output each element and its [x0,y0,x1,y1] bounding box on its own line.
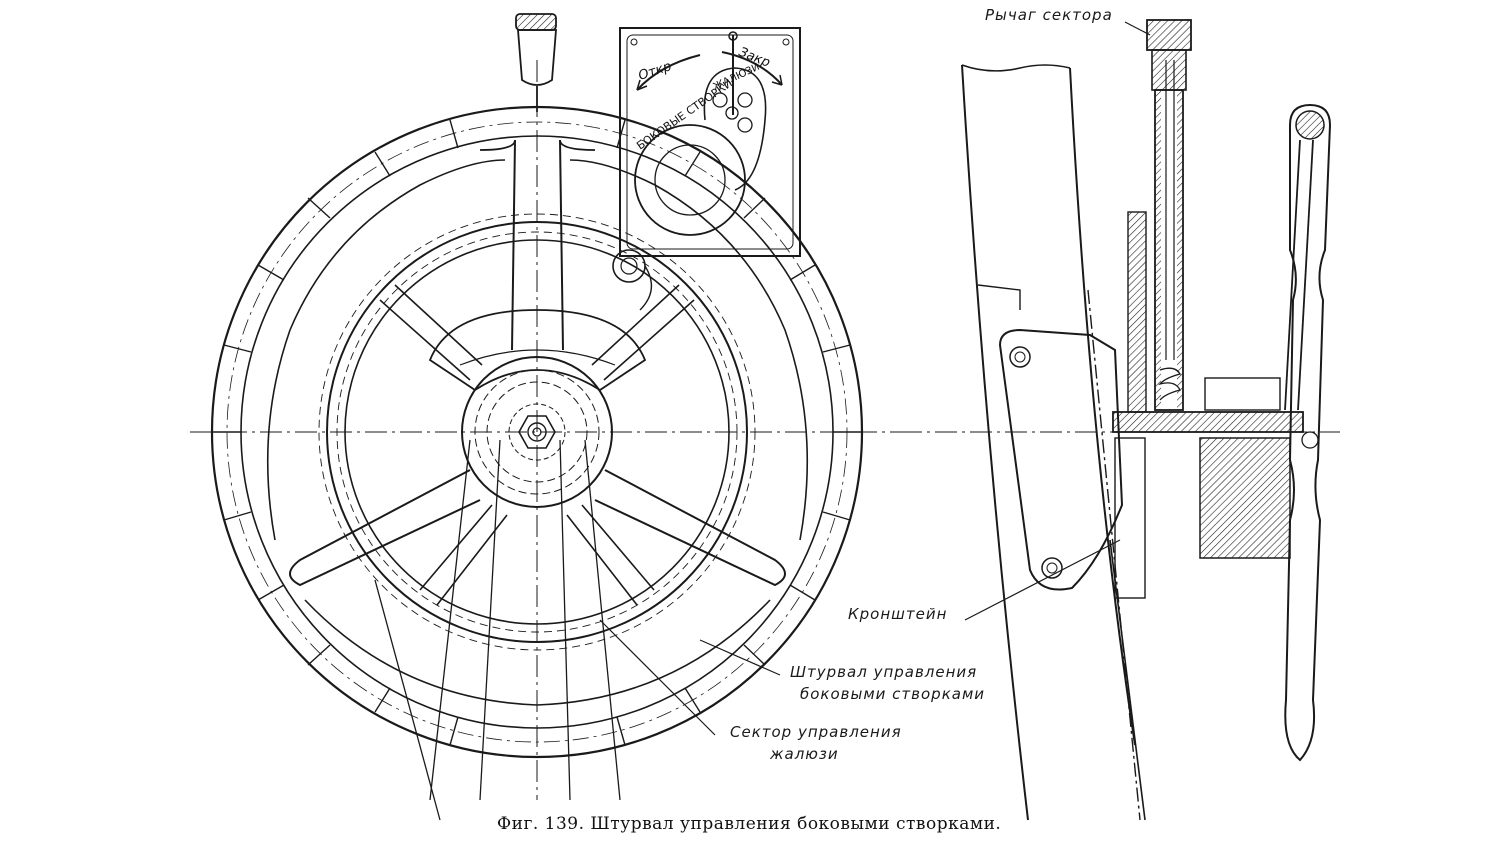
hub-outer [461,356,613,508]
handwheel-side-profile [1284,103,1332,762]
return-spring-icon [1158,367,1181,401]
handwheel-spoke-top-joint [479,139,596,151]
close-arrow-icon [721,51,783,86]
side-frame-left-curve [961,64,1029,821]
callout-sector-line1: Сектор управления [730,723,902,741]
open-arrow-icon [636,54,701,91]
sector-wheel-outer [326,221,748,643]
pivot-bolt [612,249,646,283]
rim-window-upper-left [266,159,506,541]
handwheel-spoke-lower-left [289,469,481,587]
side-frame-right-curve [1069,67,1136,746]
callout-sector-line2: жалюзи [770,745,839,763]
callout-handwheel-line1: Штурвал управления [790,663,978,681]
hub-nut-icon [518,415,556,449]
leader-lines [599,21,1151,736]
figure-caption: Фиг. 139. Штурвал управления боковыми ст… [497,814,1002,834]
rim-window-lower [304,599,771,706]
handwheel-spoke-top [511,139,564,351]
callout-handwheel-line2: боковыми створками [800,685,986,703]
plate-open-label: Откр [637,59,674,84]
hub-boss-plate [428,309,647,392]
hub-slot [459,349,616,366]
rim-window-upper-right [569,159,809,541]
handwheel-spoke-lower-right [594,469,786,587]
indicator-plate [619,27,801,257]
hub-shaft [1112,377,1319,599]
control-cables [374,439,621,821]
bracket-bolt-lower [1041,557,1063,579]
side-view [900,19,1340,821]
bracket [977,284,1124,591]
callout-bracket: Кронштейн [848,605,948,623]
bracket-bolt-upper [1009,346,1031,368]
sector-wheel-inner [344,239,730,625]
sector-lever-assembly [1127,19,1192,413]
handle-knob [515,13,557,112]
plate-side-flaps-label: БОКОВЫЕ СТВОРКИ [634,77,735,153]
callout-sector-lever: Рычаг сектора [985,6,1113,24]
